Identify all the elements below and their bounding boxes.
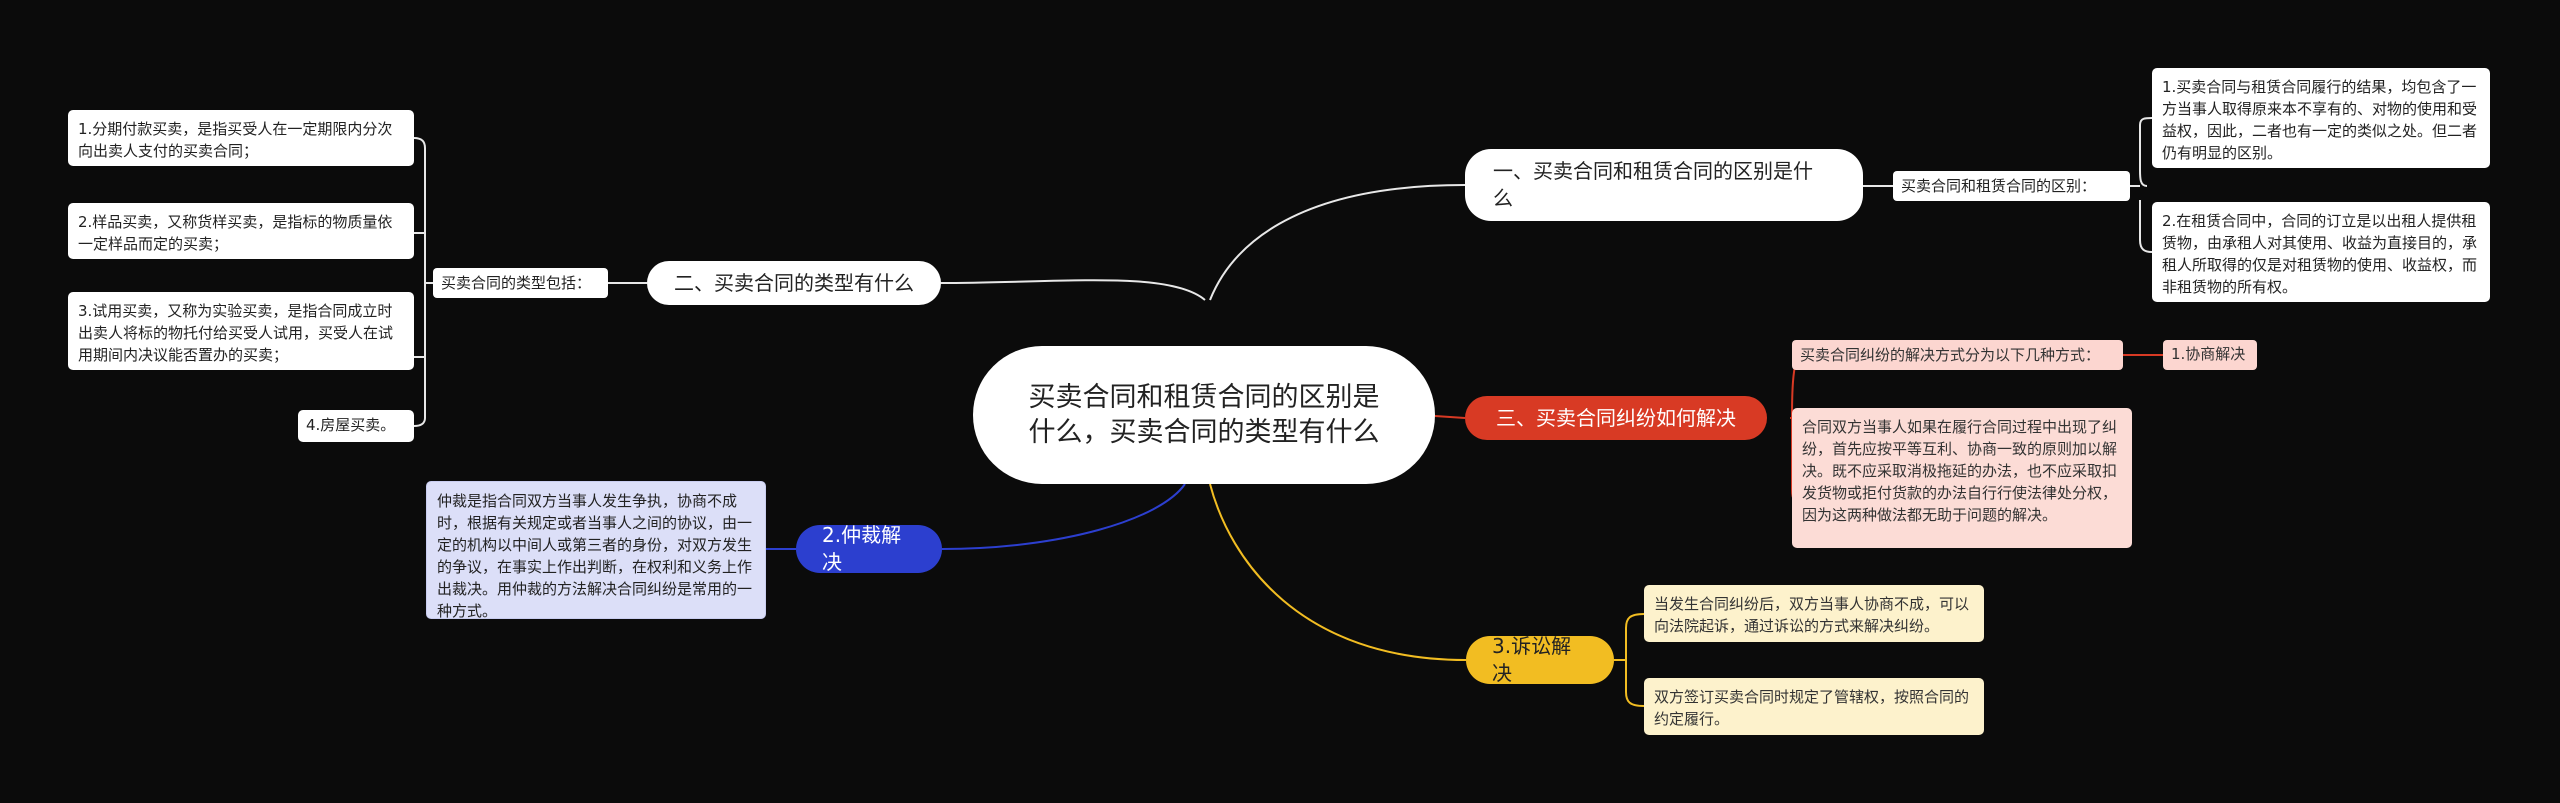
chip-negotiation-text: 1.协商解决	[2171, 345, 2246, 363]
root-topic-text: 买卖合同和租赁合同的区别是什么，买卖合同的类型有什么	[1028, 382, 1380, 448]
card-arbitration-note[interactable]: 仲裁是指合同双方当事人发生争执，协商不成时，根据有关规定或者当事人之间的协议，由…	[426, 481, 766, 620]
label-disputes[interactable]: 买卖合同纠纷的解决方式分为以下几种方式：	[1792, 340, 2123, 370]
card-type-2[interactable]: 2.样品买卖，又称货样买卖，是指标的物质量依一定样品而定的买卖；	[68, 203, 414, 259]
label-types[interactable]: 买卖合同的类型包括：	[433, 268, 608, 298]
topic-disputes[interactable]: 三、买卖合同纠纷如何解决	[1465, 396, 1767, 440]
card-litigation-1-text: 当发生合同纠纷后，双方当事人协商不成，可以向法院起诉，通过诉讼的方式来解决纠纷。	[1654, 595, 1970, 635]
topic-disputes-text: 三、买卖合同纠纷如何解决	[1496, 405, 1736, 430]
card-disputes-note-text: 合同双方当事人如果在履行合同过程中出现了纠纷，首先应按平等互利、协商一致的原则加…	[1802, 418, 2118, 524]
card-litigation-2[interactable]: 双方签订买卖合同时规定了管辖权，按照合同的约定履行。	[1644, 678, 1984, 735]
link-root-arbitration	[941, 483, 1186, 550]
card-type-1-text: 1.分期付款买卖，是指买受人在一定期限内分次向出卖人支付的买卖合同；	[78, 120, 393, 160]
card-type-4[interactable]: 4.房屋买卖。	[298, 410, 414, 442]
link-root-disputes	[1434, 415, 1466, 419]
card-type-1[interactable]: 1.分期付款买卖，是指买受人在一定期限内分次向出卖人支付的买卖合同；	[68, 110, 414, 166]
topic-litigation-text: 3.诉讼解决	[1492, 634, 1572, 685]
topic-arbitration[interactable]: 2.仲裁解决	[796, 523, 942, 574]
link-root-difference	[1209, 184, 1466, 301]
topic-types[interactable]: 二、买卖合同的类型有什么	[647, 261, 941, 305]
label-disputes-text: 买卖合同纠纷的解决方式分为以下几种方式：	[1800, 346, 2101, 364]
card-difference-2-text: 2.在租赁合同中，合同的订立是以出租人提供租赁物，由承租人对其使用、收益为直接目…	[2162, 212, 2478, 296]
bracket-difference	[2130, 117, 2153, 253]
card-type-4-text: 4.房屋买卖。	[306, 416, 396, 434]
label-difference[interactable]: 买卖合同和租赁合同的区别：	[1893, 171, 2130, 201]
topic-arbitration-text: 2.仲裁解决	[822, 523, 902, 574]
link-root-litigation	[1209, 483, 1467, 661]
root-topic[interactable]: 买卖合同和租赁合同的区别是什么，买卖合同的类型有什么	[973, 346, 1435, 484]
card-type-3[interactable]: 3.试用买卖，又称为实验买卖，是指合同成立时出卖人将标的物托付给买受人试用，买受…	[68, 292, 414, 370]
label-difference-text: 买卖合同和租赁合同的区别：	[1901, 177, 2097, 195]
bracket-litigation	[1614, 613, 1645, 707]
topic-types-text: 二、买卖合同的类型有什么	[674, 270, 914, 295]
card-difference-2[interactable]: 2.在租赁合同中，合同的订立是以出租人提供租赁物，由承租人对其使用、收益为直接目…	[2152, 202, 2490, 302]
card-arbitration-note-text: 仲裁是指合同双方当事人发生争执，协商不成时，根据有关规定或者当事人之间的协议，由…	[437, 492, 753, 620]
topic-difference-text: 一、买卖合同和租赁合同的区别是什么	[1493, 159, 1813, 210]
topic-litigation[interactable]: 3.诉讼解决	[1466, 634, 1614, 685]
bracket-types	[413, 137, 433, 427]
card-litigation-2-text: 双方签订买卖合同时规定了管辖权，按照合同的约定履行。	[1654, 688, 1970, 728]
card-disputes-note[interactable]: 合同双方当事人如果在履行合同过程中出现了纠纷，首先应按平等互利、协商一致的原则加…	[1792, 408, 2132, 548]
card-difference-1[interactable]: 1.买卖合同与租赁合同履行的结果，均包含了一方当事人取得原来本不享有的、对物的使…	[2152, 68, 2490, 168]
label-types-text: 买卖合同的类型包括：	[441, 274, 592, 292]
link-root-types	[940, 279, 1206, 301]
card-difference-1-text: 1.买卖合同与租赁合同履行的结果，均包含了一方当事人取得原来本不享有的、对物的使…	[2162, 78, 2478, 162]
chip-negotiation[interactable]: 1.协商解决	[2163, 340, 2257, 370]
card-type-2-text: 2.样品买卖，又称货样买卖，是指标的物质量依一定样品而定的买卖；	[78, 213, 393, 253]
topic-difference[interactable]: 一、买卖合同和租赁合同的区别是什么	[1465, 149, 1863, 221]
card-type-3-text: 3.试用买卖，又称为实验买卖，是指合同成立时出卖人将标的物托付给买受人试用，买受…	[78, 302, 394, 364]
card-litigation-1[interactable]: 当发生合同纠纷后，双方当事人协商不成，可以向法院起诉，通过诉讼的方式来解决纠纷。	[1644, 585, 1984, 642]
